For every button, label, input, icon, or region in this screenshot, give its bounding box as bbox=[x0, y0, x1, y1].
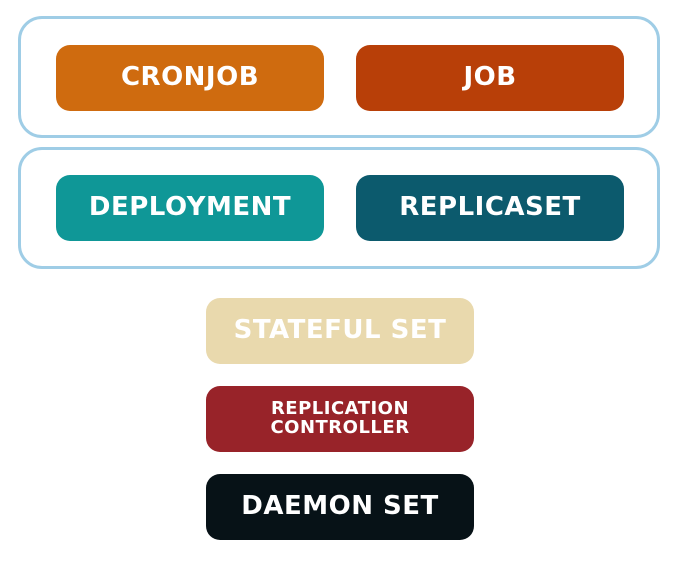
stateful-set-box: STATEFUL SET bbox=[206, 298, 474, 364]
stateful-set-label: STATEFUL SET bbox=[233, 315, 447, 346]
replicaset-label: REPLICASET bbox=[399, 192, 581, 223]
job-label: JOB bbox=[463, 62, 517, 93]
replication-controller-label-line1: REPLICATION bbox=[270, 398, 410, 420]
deployment-box: DEPLOYMENT bbox=[56, 175, 324, 241]
deployment-label: DEPLOYMENT bbox=[88, 192, 292, 223]
replicaset-box: REPLICASET bbox=[356, 175, 624, 241]
cronjob-label: CRONJOB bbox=[120, 62, 260, 93]
replication-controller-label-line2: CONTROLLER bbox=[270, 417, 410, 438]
daemon-set-box: DAEMON SET bbox=[206, 474, 474, 540]
daemon-set-label: DAEMON SET bbox=[241, 491, 439, 522]
job-box: JOB bbox=[356, 45, 624, 111]
cronjob-box: CRONJOB bbox=[56, 45, 324, 111]
replication-controller-box: REPLICATION CONTROLLER bbox=[206, 386, 474, 452]
